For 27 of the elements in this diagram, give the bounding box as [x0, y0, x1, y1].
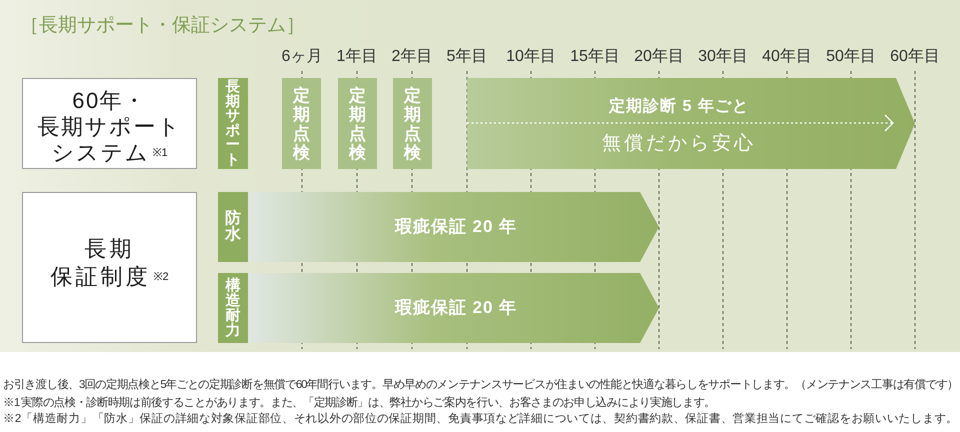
category-tab: 防水 [218, 192, 248, 262]
time-label: 50年目 [826, 48, 876, 66]
inspection-box: 定期点検 [393, 78, 432, 169]
system-box: 60年・長期サポートシステム$^{※1}$ [22, 78, 197, 169]
time-label: 1年目 [336, 48, 378, 66]
footnote: ※1 実際の点検・診断時期は前後することがあります。また、「定期診断」は、弊社からご案内を行い、お客さまのお申し込みにより実施します。 [3, 396, 715, 411]
time-label: 60年目 [890, 48, 940, 66]
time-label: 30年目 [698, 48, 748, 66]
system-box: 長期保証制度$^{※2}$ [22, 192, 197, 343]
footnote: お引き渡し後、3回の定期点検と5年ごとの定期診断を無償で60年間行います。早め早めのメンテナンスサービスが住まいの性能と快適な暮らしをサポートします。（メンテナンス工事は有償です） [3, 378, 958, 393]
time-label: 5年目 [446, 48, 488, 66]
diagram-title: ［長期サポート・保証システム］ [20, 14, 305, 37]
band-heading: 定期診断 5 年ごと [609, 97, 749, 116]
time-label: 20年目 [634, 48, 684, 66]
inspection-box: 定期点検 [338, 78, 377, 169]
category-tab: 構造耐力 [218, 273, 248, 343]
band-text: 瑕疵保証 20 年 [394, 298, 518, 318]
band-text: 無償だから安心 [602, 132, 756, 155]
band-text: 瑕疵保証 20 年 [394, 216, 518, 237]
time-label: 6ヶ月 [282, 48, 322, 66]
inspection-box: 定期点検 [282, 78, 321, 169]
time-label: 15年目 [570, 48, 620, 66]
time-label: 2年目 [392, 48, 432, 66]
footnote: ※2「構造耐力」「防水」保証の詳細な対象保証部位、それ以外の部位の保証期間、免責事項など詳細については、契約書約款、保証書、営業担当にてご確認をお願いいたします。 [3, 412, 958, 427]
category-tab: 長期サポート [218, 78, 248, 169]
time-label: 40年目 [762, 48, 812, 66]
time-label: 10年目 [506, 48, 556, 66]
